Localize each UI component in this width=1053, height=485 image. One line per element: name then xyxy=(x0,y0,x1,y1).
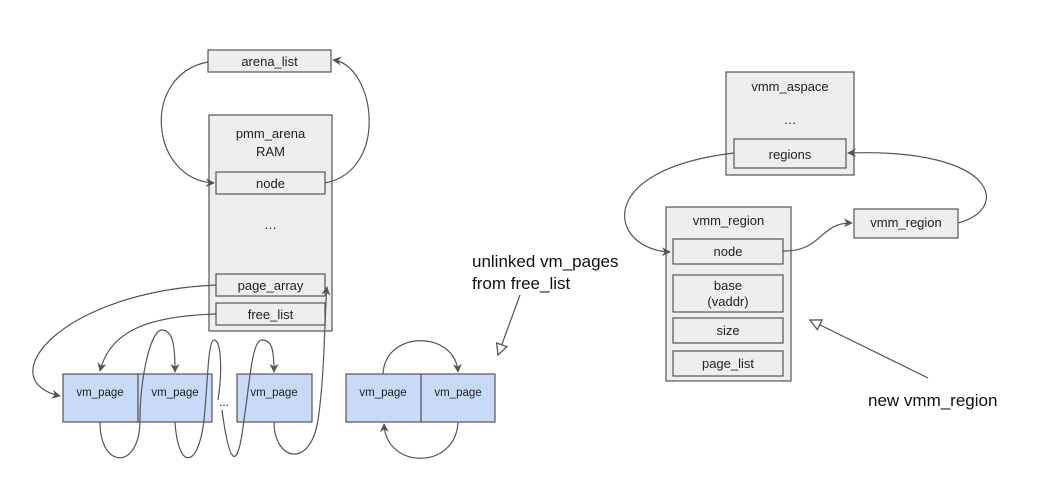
region-node-label: node xyxy=(714,244,743,259)
arena-list-label: arena_list xyxy=(241,54,298,69)
page-chain-tail xyxy=(273,286,331,455)
vm-page-gap-ellipsis: ... xyxy=(219,397,229,409)
vm-page-label-3: vm_page xyxy=(250,387,297,399)
unlinked-bottom-loop-arrow xyxy=(379,421,459,459)
unlinked-note-line-2: from free_list xyxy=(472,274,571,293)
vmm-aspace-ellipsis: … xyxy=(784,112,797,127)
pmm-arena-ram: RAM xyxy=(256,144,285,159)
unlinked-note-line-1: unlinked vm_pages xyxy=(472,252,618,271)
unlinked-top-loop-arrow xyxy=(382,340,462,375)
region-size-box xyxy=(672,317,784,344)
regions-label: regions xyxy=(769,147,812,162)
page-array-label: page_array xyxy=(238,278,304,293)
vmm-aspace-title: vmm_aspace xyxy=(751,79,828,94)
arena-list-box xyxy=(207,49,332,73)
region-page-list-box xyxy=(672,350,784,377)
node-to-arena-list-arrow xyxy=(324,56,370,184)
new-region-note: new vmm_region xyxy=(868,391,997,410)
region-page-list-label: page_list xyxy=(702,356,754,371)
arena-list-to-node-arrow xyxy=(160,61,215,188)
page-array-to-first-page-arrow xyxy=(32,284,217,399)
free-list-label: free_list xyxy=(248,307,294,322)
region-vaddr-label: (vaddr) xyxy=(707,294,748,309)
pmm-arena-title: pmm_arena xyxy=(236,126,306,141)
sibling-vmm-region-box xyxy=(853,208,959,239)
regions-to-node-arrow xyxy=(624,152,735,257)
page-chain-loop-1 xyxy=(99,329,180,459)
region-node-box xyxy=(672,238,784,265)
page-chain-loop-2 xyxy=(174,339,222,459)
vmm-region-title: vmm_region xyxy=(693,213,765,228)
unlinked-note-pointer xyxy=(498,294,521,355)
vm-page-box-2 xyxy=(137,373,213,423)
unlinked-page-label-1: vm_page xyxy=(359,387,406,399)
region-size-label: size xyxy=(716,323,739,338)
node-to-sibling-arrow xyxy=(782,218,853,252)
unlinked-page-label-2: vm_page xyxy=(434,387,481,399)
region-base-label: base xyxy=(714,278,742,293)
vm-page-label-1: vm_page xyxy=(76,387,123,399)
unlinked-page-box-2 xyxy=(420,373,496,423)
free-list-to-page-arrow xyxy=(97,313,217,372)
new-region-pointer xyxy=(810,320,929,379)
region-base-box xyxy=(672,274,784,313)
sibling-vmm-region-label: vmm_region xyxy=(870,215,942,230)
page-chain-loop-3 xyxy=(221,339,279,457)
sibling-to-regions-arrow xyxy=(847,148,987,224)
arena-ellipsis: … xyxy=(264,217,277,232)
arena-node-label: node xyxy=(256,176,285,191)
vm-page-label-2: vm_page xyxy=(151,387,198,399)
regions-box xyxy=(733,138,847,169)
